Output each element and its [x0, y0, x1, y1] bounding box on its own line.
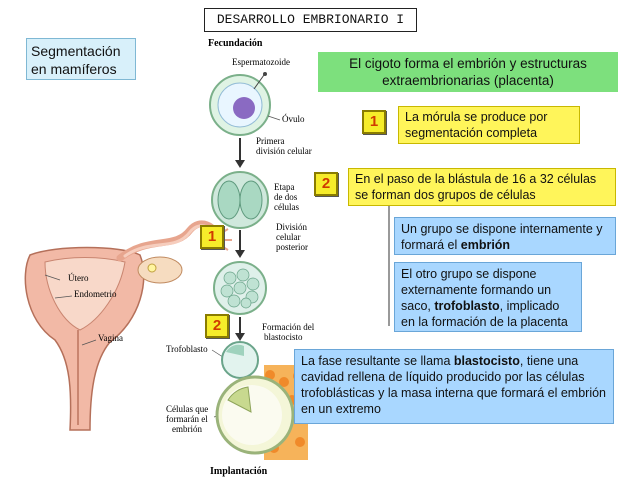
label-division-3: posterior	[276, 242, 308, 252]
connector-line	[388, 206, 390, 326]
label-formacion-1: Formación del	[262, 322, 315, 332]
label-espermatozoide: Espermatozoide	[232, 57, 290, 67]
group1-box: Un grupo se dispone internamente y forma…	[394, 217, 616, 255]
label-fecundacion: Fecundación	[208, 38, 263, 49]
figure-badge-2: 2	[205, 314, 229, 338]
section-label: Segmentación en mamíferos	[26, 38, 136, 80]
group1-bold: embrión	[460, 238, 511, 252]
group2-box: El otro grupo se dispone externamente fo…	[394, 262, 582, 332]
blastocyst-cell	[221, 341, 259, 379]
group2-bold: trofoblasto	[434, 299, 500, 313]
group2-text-post: , implicado en la formación de la placen…	[401, 299, 568, 329]
implantation-illustration	[215, 365, 308, 460]
label-etapa-1: Etapa	[274, 182, 295, 192]
label-etapa-2: de dos	[274, 192, 298, 202]
step1-box: La mórula se produce por segmentación co…	[398, 106, 580, 144]
label-primera-2: división celular	[256, 146, 312, 156]
intro-box: El cigoto forma el embrión y estructuras…	[318, 52, 618, 92]
final-text-post: , tiene una cavidad rellena de líquido p…	[301, 354, 607, 416]
final-bold: blastocisto	[453, 354, 520, 368]
zygote-cell	[209, 72, 271, 136]
label-ovulo: Óvulo	[282, 114, 305, 124]
final-box: La fase resultante se llama blastocisto,…	[294, 349, 614, 424]
label-division-1: División	[276, 222, 308, 232]
label-celulas-embrion-2: formarán el	[166, 414, 208, 424]
step2-badge: 2	[314, 172, 338, 196]
uterus-illustration	[24, 220, 232, 431]
two-cell-stage	[211, 171, 269, 229]
label-trofoblasto: Trofoblasto	[166, 344, 208, 354]
label-utero: Útero	[68, 273, 89, 283]
step2-box: En el paso de la blástula de 16 a 32 cél…	[348, 168, 616, 206]
label-etapa-3: células	[274, 202, 299, 212]
group2-text-pre: El otro grupo se dispone externamente fo…	[401, 267, 552, 313]
label-primera-1: Primera	[256, 136, 285, 146]
label-celulas-embrion-3: embrión	[172, 424, 202, 434]
label-division-2: celular	[276, 232, 300, 242]
morula-cell	[213, 261, 267, 315]
figure-badge-1: 1	[200, 225, 224, 249]
page-title: DESARROLLO EMBRIONARIO I	[204, 8, 417, 32]
label-formacion-2: blastocisto	[264, 332, 303, 342]
embryo-development-figure: Útero Endometrio Vagina Trofoblasto Célu…	[24, 38, 315, 477]
final-text-pre: La fase resultante se llama	[301, 354, 454, 368]
step1-badge: 1	[362, 110, 386, 134]
label-vagina: Vagina	[98, 333, 123, 343]
label-endometrio: Endometrio	[74, 289, 117, 299]
label-celulas-embrion-1: Células que	[166, 404, 208, 414]
label-implantacion: Implantación	[210, 466, 268, 477]
group1-text: Un grupo se dispone internamente y forma…	[401, 222, 603, 252]
